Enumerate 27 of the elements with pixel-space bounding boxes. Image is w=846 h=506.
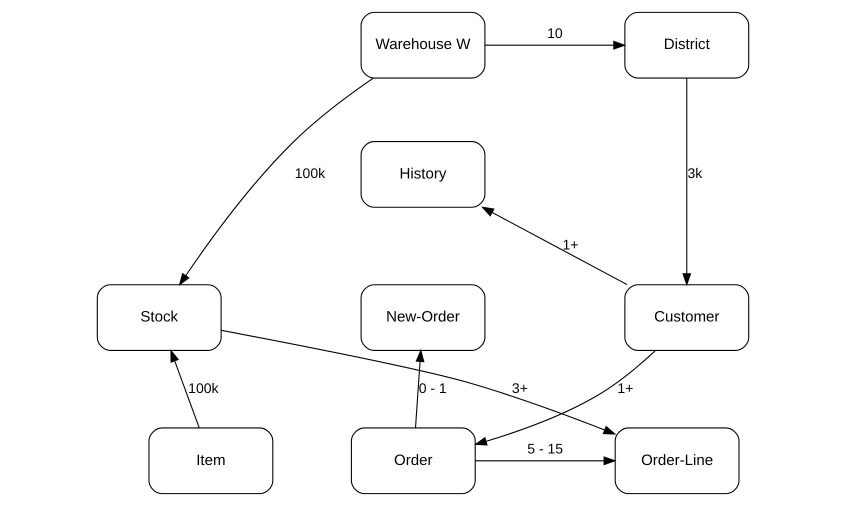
arrow <box>474 350 656 446</box>
arrow <box>476 456 616 466</box>
node-box: Customer <box>624 284 750 351</box>
edge-label: 5 - 15 <box>527 440 564 457</box>
arrow <box>414 349 425 428</box>
arrow <box>485 40 626 50</box>
node-box: Order <box>350 427 476 494</box>
edge-label: 3+ <box>512 380 528 396</box>
node-box: District <box>624 12 750 79</box>
arrow <box>481 206 628 286</box>
node-box: New-Order <box>360 284 486 351</box>
node-box: Stock <box>96 284 222 351</box>
node-box: Warehouse W <box>360 12 486 79</box>
edge-label: 1+ <box>617 380 634 396</box>
edge-label: 0 - 1 <box>418 380 447 396</box>
arrow <box>682 78 692 286</box>
edge-label: 100k <box>188 380 219 396</box>
arrow <box>170 349 200 428</box>
node-box: Item <box>148 427 274 494</box>
node-box: Order-Line <box>614 427 740 494</box>
arrow <box>221 330 616 435</box>
node-box: History <box>360 141 486 208</box>
edge-label: 100k <box>294 165 326 182</box>
edge-label: 3k <box>687 165 702 182</box>
edge-label: 10 <box>547 25 563 42</box>
edge-label: 1+ <box>562 236 578 253</box>
arrow <box>178 78 374 286</box>
